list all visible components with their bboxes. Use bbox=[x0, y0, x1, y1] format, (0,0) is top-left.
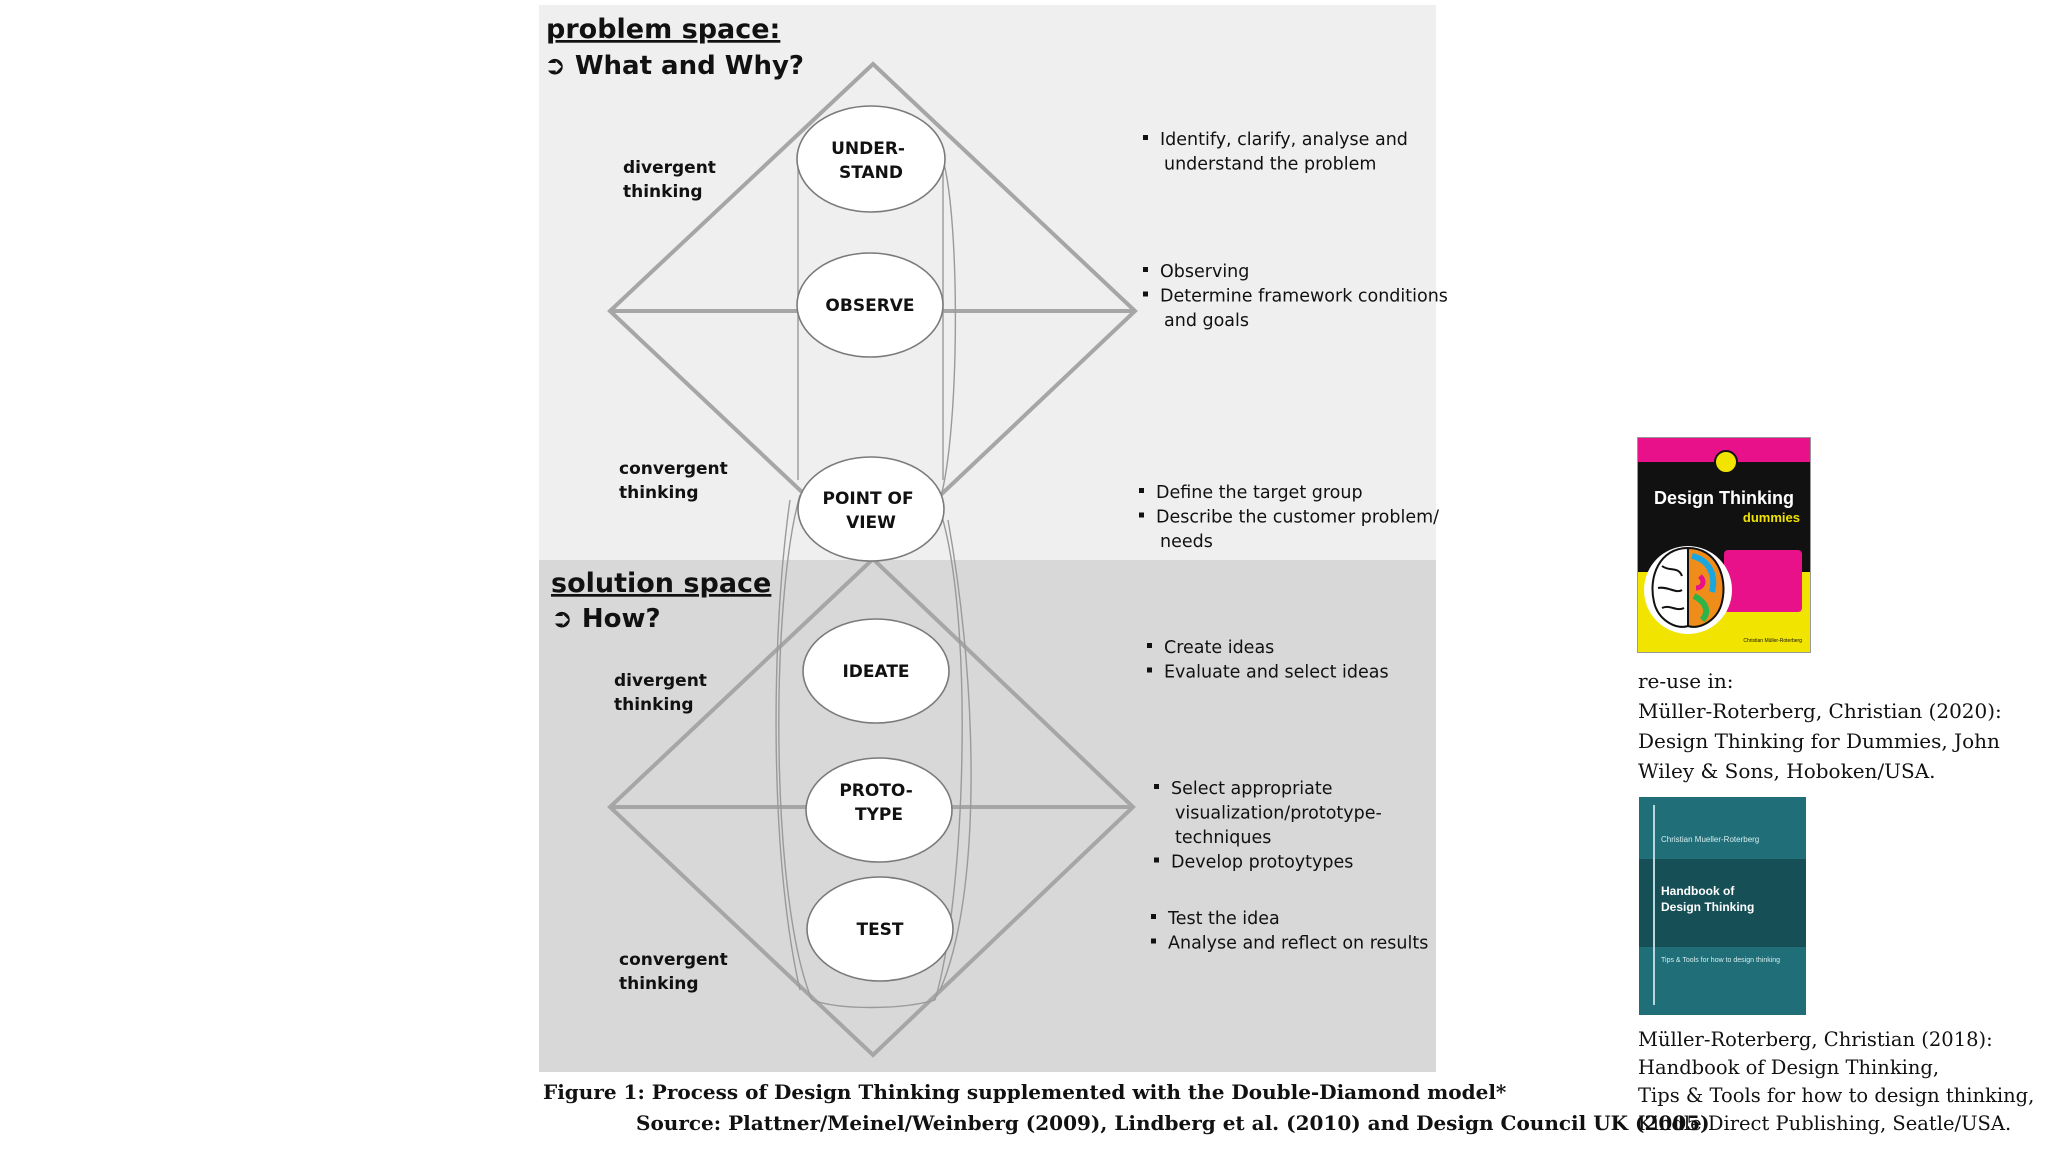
book-cover-handbook: Christian Mueller-Roterberg Handbook of … bbox=[1639, 797, 1806, 1015]
stage-ellipses bbox=[796, 105, 954, 982]
book-cover-dummies: Design Thinking dummies Christian Müller… bbox=[1637, 437, 1811, 653]
stage-description-line: Observing bbox=[1160, 262, 1249, 282]
reference1-line: Müller-Roterberg, Christian (2020): bbox=[1638, 699, 2002, 723]
problem-divergent-label: divergent thinking bbox=[623, 158, 722, 202]
figure-caption-line2: Source: Plattner/Meinel/Weinberg (2009),… bbox=[636, 1111, 1710, 1135]
book2-title-line1: Handbook of bbox=[1661, 884, 1735, 898]
reference2-line: Tips & Tools for how to design thinking, bbox=[1638, 1084, 2035, 1107]
solution-divergent-label: divergent thinking bbox=[614, 671, 713, 715]
stage-label-point-of-view: POINT OF VIEW bbox=[823, 489, 920, 533]
stage-label-observe: OBSERVE bbox=[825, 296, 914, 316]
bullet-icon bbox=[1147, 643, 1152, 648]
stage-description-line: techniques bbox=[1175, 828, 1271, 848]
stage-description-line: visualization/prototype- bbox=[1175, 804, 1382, 824]
stage-description-line: Define the target group bbox=[1156, 483, 1363, 503]
problem-space-background bbox=[539, 5, 1436, 560]
stage-description-line: Test the idea bbox=[1167, 909, 1280, 929]
reference2-line: Müller-Roterberg, Christian (2018): bbox=[1638, 1028, 1993, 1051]
reference-dummies: re-use in: Müller-Roterberg, Christian (… bbox=[1638, 666, 2002, 786]
stage-point-of-view bbox=[797, 456, 945, 562]
bullet-icon bbox=[1151, 938, 1156, 944]
problem-space-title: problem space: bbox=[546, 14, 780, 45]
reference2-line: Kindle Direct Publishing, Seatle/USA. bbox=[1638, 1112, 2012, 1135]
stage-ideate bbox=[802, 618, 950, 724]
stage-description-line: Describe the customer problem/ bbox=[1156, 508, 1439, 528]
stage-prototype bbox=[805, 757, 953, 863]
dummies-logo-icon bbox=[1714, 450, 1738, 474]
stage-label-test: TEST bbox=[856, 920, 903, 940]
bullet-icon bbox=[1139, 512, 1144, 518]
problem-convergent-label: convergent thinking bbox=[619, 459, 734, 503]
solution-space-title: solution space bbox=[551, 568, 771, 599]
bullet-icon bbox=[1143, 135, 1148, 140]
stage-test bbox=[806, 876, 954, 982]
stage-descriptions: Identify, clarify, analyse and understand… bbox=[1139, 130, 1448, 954]
cover-pink-box bbox=[1724, 550, 1802, 612]
bullet-icon bbox=[1139, 488, 1144, 493]
reference1-line: Design Thinking for Dummies, John bbox=[1638, 729, 2000, 753]
stage-understand bbox=[796, 105, 946, 213]
cover-vertical-line bbox=[1653, 805, 1655, 1005]
stage-description-line: Create ideas bbox=[1164, 638, 1274, 658]
stage-label-ideate: IDEATE bbox=[842, 662, 909, 682]
stage-label-understand: UNDER- STAND bbox=[831, 139, 911, 183]
reference2-line: Handbook of Design Thinking, bbox=[1638, 1056, 1940, 1079]
bullet-icon bbox=[1143, 267, 1148, 272]
book1-author: Christian Müller-Roterberg bbox=[1743, 638, 1802, 644]
book2-tagline: Tips & Tools for how to design thinking bbox=[1661, 957, 1781, 964]
stage-description-line: needs bbox=[1160, 532, 1213, 552]
book1-subtitle: dummies bbox=[1742, 510, 1800, 525]
problem-space-subtitle: ➲ What and Why? bbox=[544, 51, 804, 81]
book2-title: Handbook of Design Thinking bbox=[1661, 883, 1754, 915]
book2-title-line2: Design Thinking bbox=[1661, 900, 1755, 914]
stage-description-line: Develop protoytypes bbox=[1171, 853, 1353, 873]
stage-observe bbox=[796, 252, 944, 358]
stage-description-line: understand the problem bbox=[1164, 155, 1376, 175]
stage-description-line: Analyse and reflect on results bbox=[1168, 934, 1428, 954]
solution-space-subtitle: ➲ How? bbox=[551, 604, 661, 634]
bullet-icon bbox=[1154, 857, 1159, 863]
brain-illustration-icon bbox=[1644, 546, 1732, 634]
stage-description-line: and goals bbox=[1164, 311, 1249, 331]
bullet-icon bbox=[1147, 667, 1152, 673]
solution-diamond bbox=[607, 556, 1136, 1058]
figure-caption-line1: Figure 1: Process of Design Thinking sup… bbox=[543, 1080, 1507, 1104]
reference1-line: Wiley & Sons, Hoboken/USA. bbox=[1638, 759, 1936, 783]
bullet-icon bbox=[1143, 291, 1148, 297]
reference-handbook: Müller-Roterberg, Christian (2018): Hand… bbox=[1638, 1026, 2034, 1138]
solution-convergent-label: convergent thinking bbox=[619, 950, 734, 994]
stage-description-line: Identify, clarify, analyse and bbox=[1160, 130, 1408, 150]
solution-space-background bbox=[539, 560, 1436, 1072]
bullet-icon bbox=[1151, 914, 1156, 919]
stage-label-prototype: PROTO- TYPE bbox=[839, 781, 918, 825]
bullet-icon bbox=[1154, 784, 1159, 789]
book1-title: Design Thinking bbox=[1653, 488, 1794, 508]
reference1-line: re-use in: bbox=[1638, 669, 1734, 693]
connector-loops bbox=[775, 156, 972, 1009]
stage-description-line: Evaluate and select ideas bbox=[1164, 663, 1389, 683]
book2-author: Christian Mueller-Roterberg bbox=[1661, 835, 1760, 844]
stage-description-line: Select appropriate bbox=[1171, 779, 1333, 799]
cover-title-band bbox=[1639, 859, 1806, 947]
stage-description-line: Determine framework conditions bbox=[1160, 287, 1448, 307]
